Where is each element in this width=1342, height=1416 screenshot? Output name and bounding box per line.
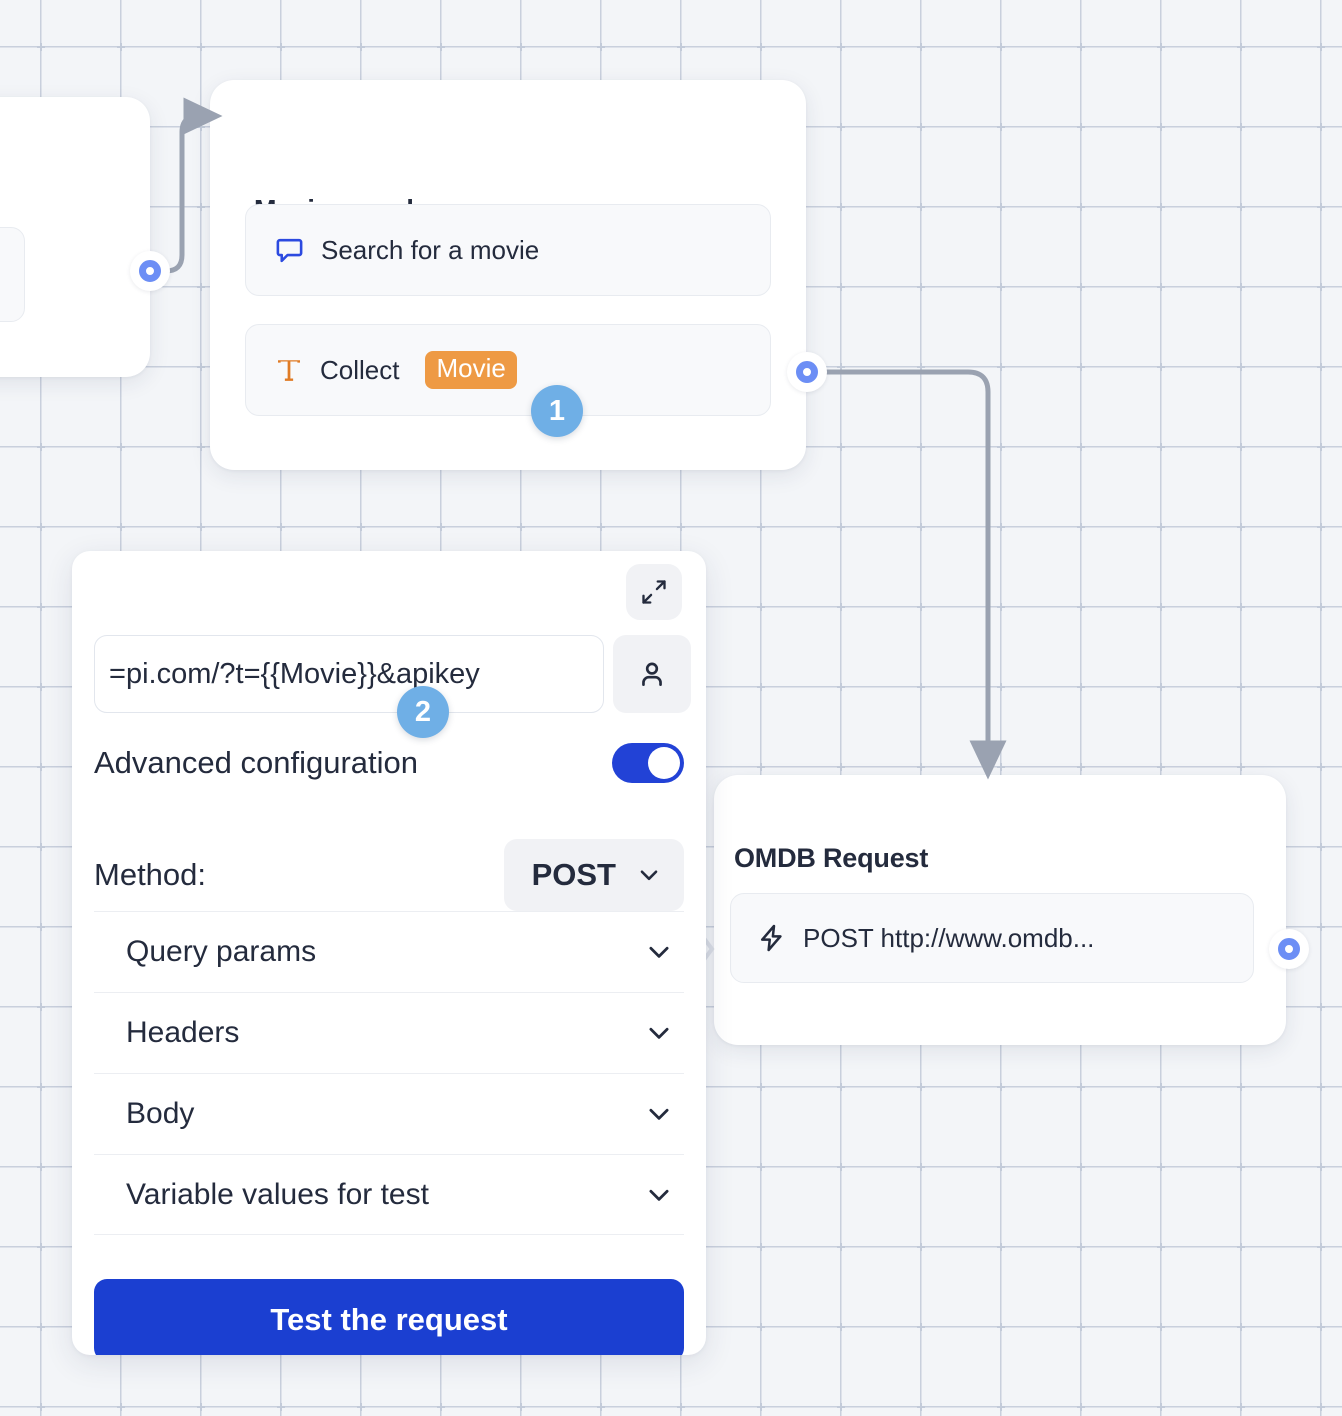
chevron-down-icon[interactable]	[644, 1099, 674, 1129]
edge-movie-to-omdb	[821, 369, 1007, 780]
section-body[interactable]: Body	[94, 1073, 684, 1154]
chevron-down-icon[interactable]	[644, 937, 674, 967]
lightning-bolt-icon	[757, 923, 787, 953]
node-row-partial[interactable]	[0, 227, 25, 322]
row-label-search-for-a-movie: Search for a movie	[321, 234, 540, 265]
expand-panel-button[interactable]	[626, 564, 682, 620]
chevron-down-icon[interactable]	[644, 1180, 674, 1210]
url-auth-user-button[interactable]	[613, 635, 691, 713]
method-label: Method:	[94, 857, 207, 892]
text-t-icon	[274, 355, 304, 385]
chevron-down-icon[interactable]	[644, 1018, 674, 1048]
node-title-omdb-request: OMDB Request	[734, 843, 929, 873]
speech-bubble-icon	[274, 235, 305, 266]
request-config-panel[interactable]: Advanced configuration Method: POST Quer…	[72, 551, 706, 1355]
node-card-movie-search[interactable]: Movie search Search for a movie Collect …	[210, 80, 806, 470]
edge-left-to-movie	[147, 97, 223, 274]
advanced-configuration-label: Advanced configuration	[94, 745, 419, 780]
row-label-post-request: POST http://www.omdb...	[803, 922, 1095, 953]
request-url-input[interactable]	[94, 635, 604, 713]
section-query-params[interactable]: Query params	[94, 911, 684, 992]
section-label-variable-values: Variable values for test	[126, 1177, 429, 1211]
node-row-post-request[interactable]: POST http://www.omdb...	[730, 893, 1254, 983]
step-badge-2: 2	[397, 686, 449, 738]
section-label-body: Body	[126, 1097, 195, 1130]
step-badge-2-number: 2	[414, 695, 432, 728]
node-row-collect-movie[interactable]: Collect Movie	[245, 324, 771, 416]
step-badge-1: 1	[531, 385, 583, 437]
section-headers[interactable]: Headers	[94, 992, 684, 1073]
person-icon	[636, 658, 668, 690]
port-left-card-output[interactable]	[130, 251, 170, 291]
node-row-search-for-a-movie[interactable]: Search for a movie	[245, 204, 771, 296]
variable-tag-movie[interactable]: Movie	[425, 351, 517, 389]
step-badge-1-number: 1	[548, 394, 566, 427]
toggle-knob	[648, 747, 680, 779]
method-row: Method: POST	[94, 839, 684, 911]
section-label-query-params: Query params	[126, 935, 317, 968]
url-input-row[interactable]	[94, 635, 691, 713]
row-label-collect: Collect	[320, 354, 400, 385]
port-ring-icon	[796, 361, 818, 383]
port-omdb-request-output[interactable]	[1269, 929, 1309, 969]
port-ring-icon	[139, 260, 161, 282]
method-select-dropdown[interactable]: POST	[503, 839, 684, 911]
config-sections-accordion: Query params Headers Body Variable value…	[94, 911, 684, 1235]
test-the-request-button[interactable]: Test the request	[94, 1279, 684, 1355]
node-card-partial-left[interactable]	[0, 97, 150, 377]
section-label-headers: Headers	[126, 1016, 240, 1049]
method-select-value: POST	[531, 857, 616, 892]
expand-diagonal-icon	[640, 578, 668, 606]
chevron-down-icon	[636, 862, 662, 888]
section-variable-values-for-test[interactable]: Variable values for test	[94, 1154, 684, 1235]
port-movie-search-output[interactable]	[787, 352, 827, 392]
node-card-omdb-request[interactable]: OMDB Request POST http://www.omdb...	[714, 775, 1286, 1045]
port-ring-icon	[1278, 938, 1300, 960]
advanced-configuration-toggle[interactable]	[612, 743, 684, 783]
advanced-configuration-row[interactable]: Advanced configuration	[94, 743, 684, 783]
